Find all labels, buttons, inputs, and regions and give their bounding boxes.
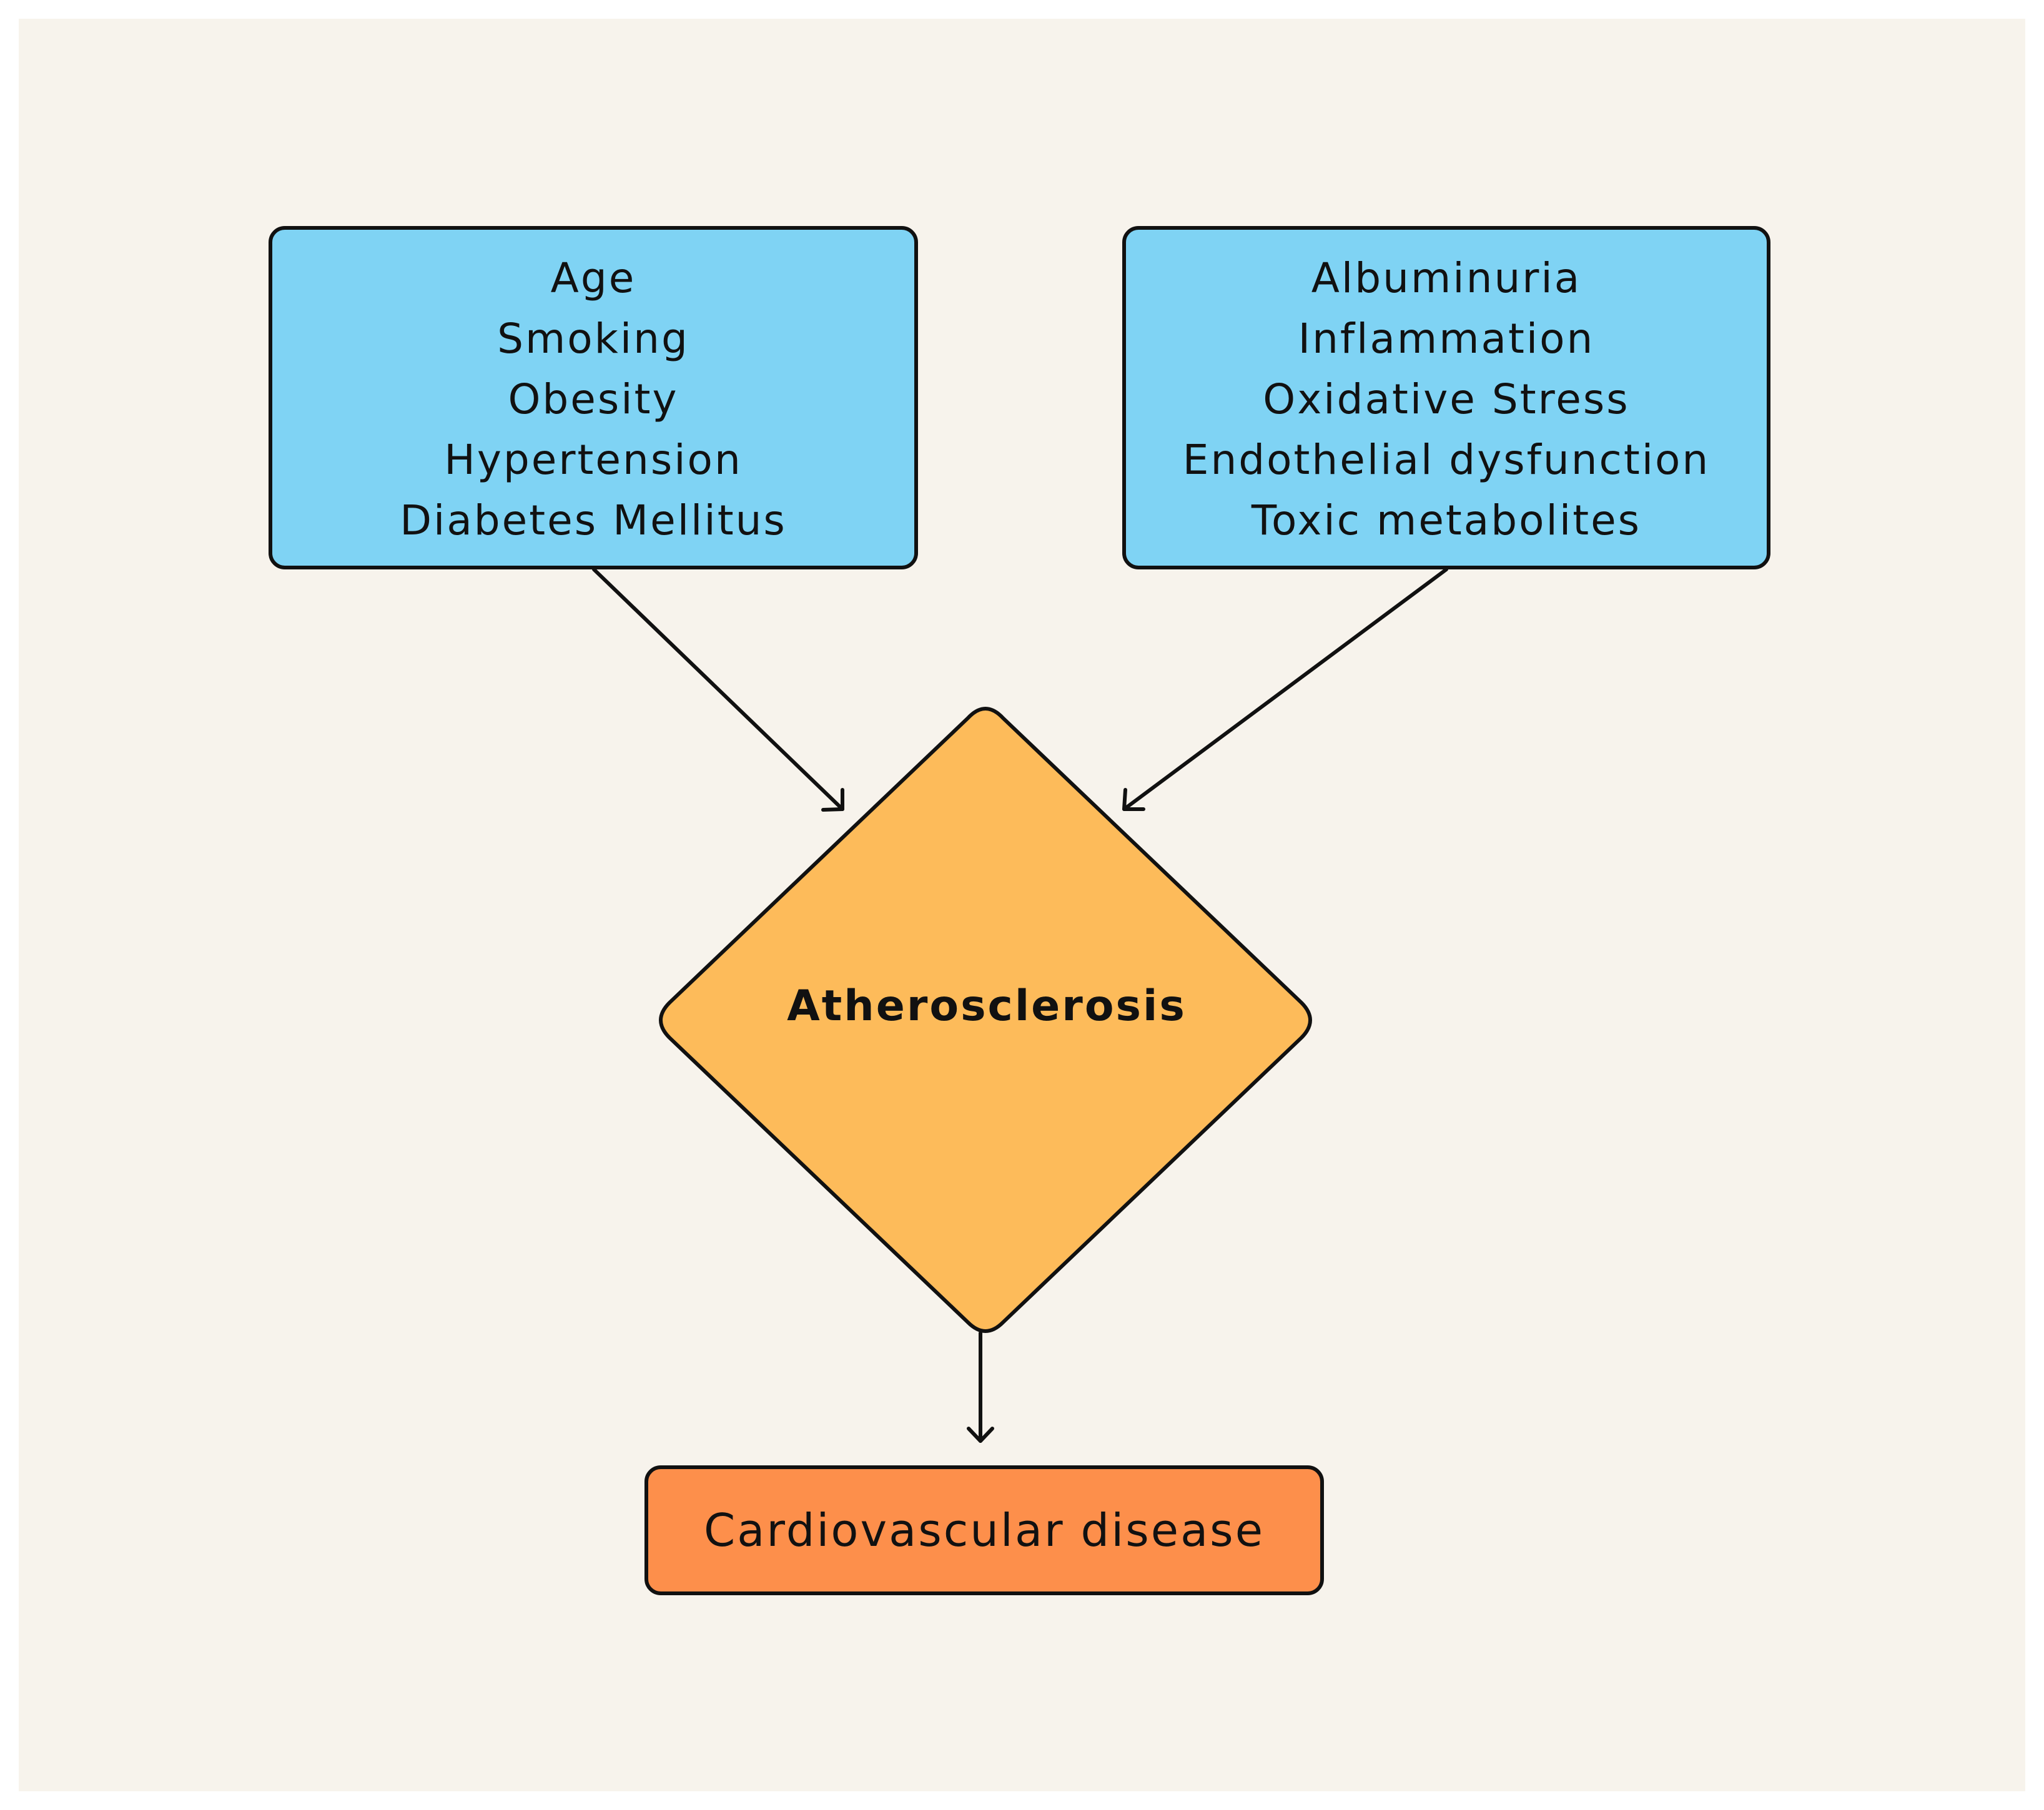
factor-endothelial-dysfunction: Endothelial dysfunction xyxy=(1182,435,1711,484)
factor-toxic-metabolites: Toxic metabolites xyxy=(1251,496,1642,544)
factor-age: Age xyxy=(550,253,636,302)
factor-obesity: Obesity xyxy=(508,375,679,423)
risk-factors-box-left: Age Smoking Obesity Hypertension Diabete… xyxy=(269,226,918,569)
factor-oxidative-stress: Oxidative Stress xyxy=(1263,375,1630,423)
cardiovascular-disease-box: Cardiovascular disease xyxy=(644,1465,1324,1595)
atherosclerosis-label: Atherosclerosis xyxy=(787,981,1187,1031)
factor-diabetes-mellitus: Diabetes Mellitus xyxy=(400,496,787,544)
factor-hypertension: Hypertension xyxy=(444,435,743,484)
cardiovascular-disease-label: Cardiovascular disease xyxy=(703,1504,1265,1557)
factor-albuminuria: Albuminuria xyxy=(1311,253,1582,302)
factor-smoking: Smoking xyxy=(497,314,689,363)
risk-factors-box-right: Albuminuria Inflammation Oxidative Stres… xyxy=(1122,226,1770,569)
factor-inflammation: Inflammation xyxy=(1298,314,1595,363)
